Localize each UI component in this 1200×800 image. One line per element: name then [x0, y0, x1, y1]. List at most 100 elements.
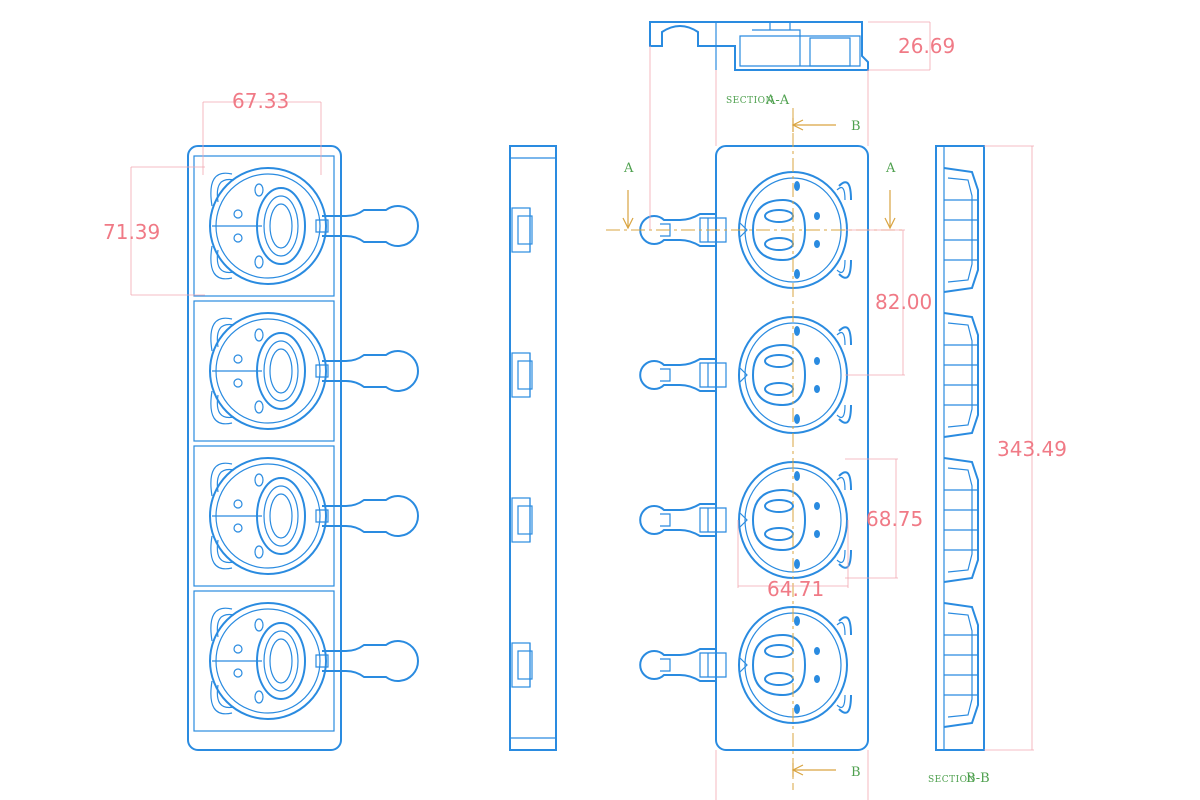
pig-face [639, 606, 852, 724]
cavity [193, 590, 419, 732]
eye [233, 499, 243, 509]
cavity-frame [193, 300, 335, 442]
ear-inner [836, 187, 846, 273]
top-view-outline [187, 145, 342, 751]
stick-tip [660, 658, 671, 672]
snout-inner [263, 630, 299, 692]
nostril [764, 644, 794, 658]
section-b-b-prefix: SECTION [928, 775, 976, 785]
section-marker-b-bottom: B [791, 763, 861, 780]
nostril [764, 354, 794, 368]
ear-inner [836, 622, 846, 708]
dim-face-width-text: 64.71 [767, 577, 824, 601]
side-tab [511, 642, 533, 688]
dim-face-height: 68.75 [845, 458, 923, 579]
nostril [764, 672, 794, 686]
bottom-mark [794, 559, 800, 569]
tab-inner [517, 360, 533, 390]
bottom-mark [794, 269, 800, 279]
eye [233, 378, 243, 388]
rib-profile [943, 167, 979, 293]
tab-outer [511, 497, 531, 543]
eye [233, 523, 243, 533]
nostril [254, 400, 264, 414]
side-tab [511, 352, 533, 398]
ear-inner [836, 332, 846, 418]
snout-core [269, 638, 293, 684]
top-mark [794, 326, 800, 336]
cavity-frame [193, 445, 335, 587]
dim-pitch: 82.00 [845, 229, 932, 376]
eye [814, 385, 820, 393]
stick-slot [315, 509, 329, 523]
snout [751, 343, 807, 407]
snout [751, 198, 807, 262]
dim-width-cavity-text: 67.33 [232, 89, 289, 113]
nostril [254, 328, 264, 342]
section-a-a [649, 21, 869, 71]
eye [814, 530, 820, 538]
section-a-a-outline [649, 21, 869, 71]
nostril [254, 545, 264, 559]
rib-inner [947, 612, 973, 718]
head [209, 602, 327, 720]
dim-face-width: 64.71 [737, 520, 849, 601]
marker-b-top-text: B [851, 119, 861, 134]
marker-a-right-text: A [885, 161, 896, 176]
dim-width-cavity: 67.33 [202, 89, 322, 175]
nostril [254, 473, 264, 487]
ear [210, 607, 233, 715]
rib-profile [943, 312, 979, 438]
dim-overall-length: 343.49 [984, 145, 1067, 751]
section-b-b-outline [935, 145, 985, 751]
snout-core [269, 203, 293, 249]
head [738, 606, 848, 724]
nostril [764, 237, 794, 251]
stick-handle [322, 350, 419, 392]
notch [738, 511, 748, 529]
rib-inner [947, 177, 973, 283]
eye [233, 644, 243, 654]
eye [814, 357, 820, 365]
bottom-mark [794, 414, 800, 424]
eye [233, 668, 243, 678]
top-mark [794, 471, 800, 481]
eye [814, 502, 820, 510]
marker-a-left-text: A [623, 161, 634, 176]
tab-inner [517, 215, 533, 245]
head [209, 167, 327, 285]
section-marker-a-right: A [884, 161, 896, 230]
nostril [254, 690, 264, 704]
stick-tip [660, 368, 671, 382]
stick-slot [315, 219, 329, 233]
section-b-b [935, 145, 985, 751]
cavity [193, 445, 419, 587]
pig-face [639, 316, 852, 434]
ear [210, 172, 233, 280]
notch [738, 366, 748, 384]
nostril [254, 255, 264, 269]
rib-inner [947, 467, 973, 573]
stick-handle [322, 205, 419, 247]
dim-face-height-text: 68.75 [866, 507, 923, 531]
rib-profile [943, 457, 979, 583]
top-mark [794, 616, 800, 626]
side-view-tabs [511, 207, 533, 688]
top-mark [794, 181, 800, 191]
rib-inner [947, 322, 973, 428]
tab-inner [517, 650, 533, 680]
section-b-b-id: B-B [966, 771, 990, 786]
marker-b-bottom-text: B [851, 765, 861, 780]
ear [838, 616, 852, 714]
stick-handle [322, 640, 419, 682]
snout-core [269, 493, 293, 539]
nostril [764, 209, 794, 223]
snout-core [269, 348, 293, 394]
eye [233, 209, 243, 219]
cavity-frame [193, 155, 335, 297]
top-view [187, 145, 419, 751]
ear [210, 317, 233, 425]
cavity [193, 155, 419, 297]
section-a-a-id: A-A [765, 93, 790, 108]
